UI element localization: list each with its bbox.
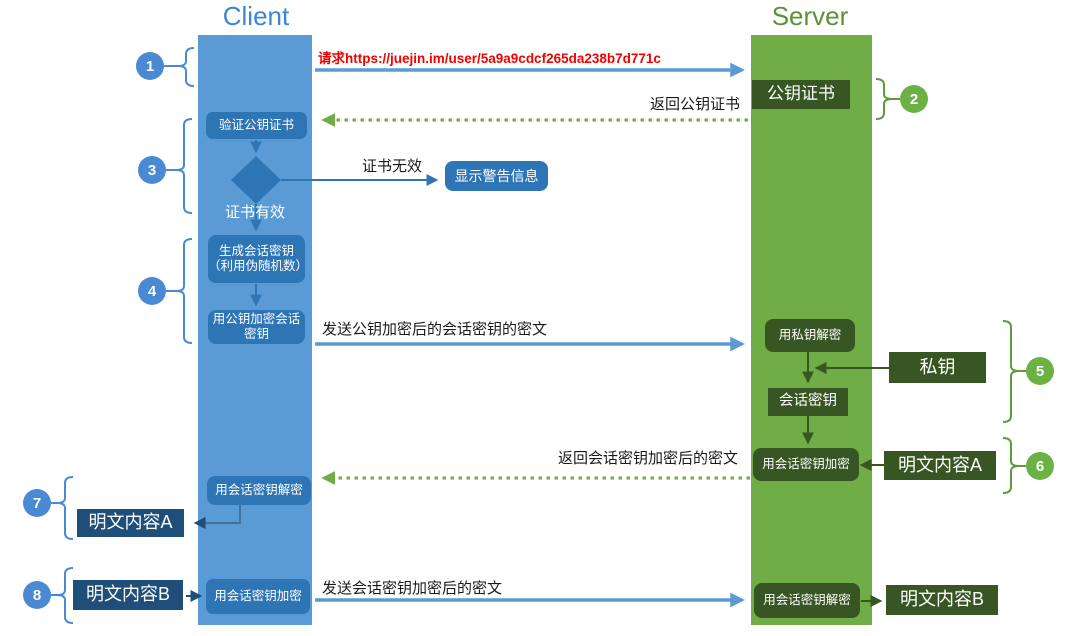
client-encrypt-box: 用会话密钥加密 [206, 579, 310, 614]
session-key-box: 会话密钥 [768, 388, 848, 416]
client-plaintext-b-box: 明文内容B [73, 580, 183, 610]
step-circle-6: 6 [1026, 452, 1054, 480]
client-decrypt-box: 用会话密钥解密 [207, 476, 311, 505]
request-url-label: 请求https://juejin.im/user/5a9a9cdcf265da2… [318, 51, 661, 66]
client-lane-title: Client [222, 1, 290, 31]
generate-session-key-box: 生成会话密钥（利用伪随机数） [208, 235, 308, 283]
brace-step-6 [1002, 437, 1026, 494]
step-circle-5: 5 [1026, 357, 1054, 385]
server-plaintext-a-box: 明文内容A [884, 451, 996, 480]
server-decrypt-box: 用会话密钥解密 [754, 583, 860, 618]
step-circle-3: 3 [138, 156, 166, 184]
client-plaintext-a-box: 明文内容A [77, 509, 184, 537]
server-plaintext-b-box: 明文内容B [886, 585, 998, 615]
send-content-label: 发送会话密钥加密后的密文 [322, 580, 503, 597]
cert-valid-label: 证书有效 [225, 204, 286, 221]
encrypt-session-key-box: 用公钥加密会话密钥 [208, 310, 305, 344]
step-circle-2: 2 [900, 85, 928, 113]
brace-step-1 [164, 47, 195, 87]
brace-step-3 [166, 118, 193, 214]
warning-box: 显示警告信息 [445, 161, 548, 191]
private-key-box: 私钥 [889, 352, 986, 383]
cert-invalid-label: 证书无效 [362, 158, 423, 175]
step-circle-4: 4 [138, 277, 166, 305]
decrypt-private-key-box: 用私钥解密 [765, 319, 855, 352]
brace-step-2 [875, 78, 900, 120]
server-lane-title: Server [771, 1, 849, 31]
brace-step-8 [51, 567, 74, 624]
return-cert-label: 返回公钥证书 [649, 96, 740, 113]
brace-step-4 [166, 238, 193, 344]
public-key-cert-box: 公钥证书 [752, 80, 850, 109]
return-content-label: 返回会话密钥加密后的密文 [558, 450, 739, 467]
brace-step-7 [51, 476, 74, 540]
server-encrypt-box: 用会话密钥加密 [753, 448, 859, 481]
step-braces-server [875, 78, 1026, 494]
verify-cert-box: 验证公钥证书 [206, 112, 307, 139]
send-session-key-label: 发送公钥加密后的会话密钥的密文 [322, 321, 548, 338]
step-circle-8: 8 [23, 581, 51, 609]
brace-step-5 [1002, 320, 1026, 423]
step-circle-7: 7 [23, 489, 51, 517]
step-circle-1: 1 [136, 52, 164, 80]
